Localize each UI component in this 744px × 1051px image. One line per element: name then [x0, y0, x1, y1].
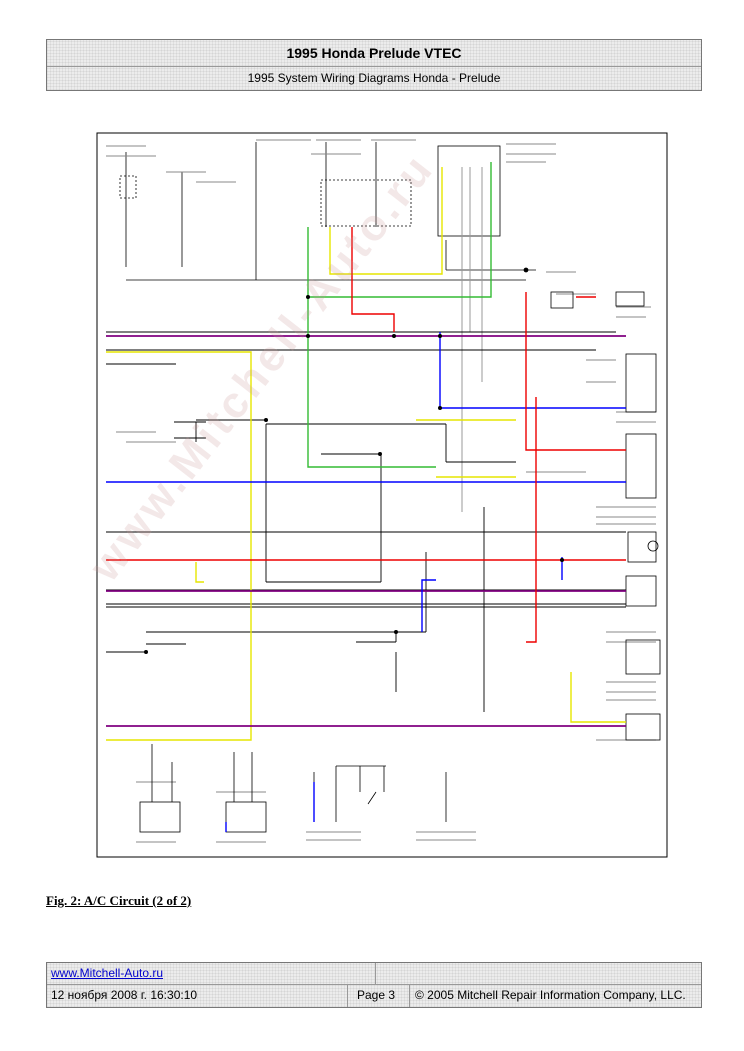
wiring-diagram	[96, 132, 668, 858]
figure-caption: Fig. 2: A/C Circuit (2 of 2)	[46, 893, 192, 908]
junction-dots	[144, 295, 564, 654]
footer-site-link[interactable]: www.Mitchell-Auto.ru	[51, 966, 164, 980]
document-subtitle: 1995 System Wiring Diagrams Honda - Prel…	[247, 71, 501, 85]
green-wires	[307, 162, 492, 468]
footer-copyright: © 2005 Mitchell Repair Information Compa…	[415, 988, 686, 1002]
diagram-border	[96, 132, 668, 858]
gray-wires	[461, 167, 483, 512]
black-wires	[106, 331, 626, 712]
document-title: 1995 Honda Prelude VTEC	[47, 40, 701, 67]
component-boxes	[139, 291, 661, 833]
page-footer: www.Mitchell-Auto.ru 12 ноября 2008 г. 1…	[46, 962, 702, 1008]
purple-wires	[106, 335, 626, 727]
footer-page-number: Page 3	[357, 988, 396, 1002]
yellow-wires	[106, 167, 626, 741]
footer-date: 12 ноября 2008 г. 16:30:10	[51, 988, 198, 1002]
page-header: 1995 Honda Prelude VTEC 1995 System Wiri…	[46, 39, 702, 91]
red-wires	[106, 227, 626, 643]
